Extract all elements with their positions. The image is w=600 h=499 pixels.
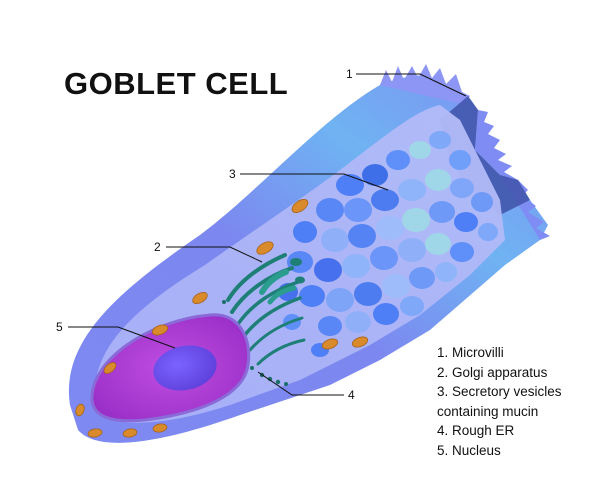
legend-item: containing mucin [437, 403, 539, 419]
callout-number-4: 4 [348, 388, 355, 402]
callout-number-5: 5 [56, 320, 63, 334]
callout-lines [68, 73, 467, 396]
callout-number-3: 3 [229, 167, 236, 181]
legend-item: 1. Microvilli [437, 345, 504, 360]
legend: 1. Microvilli 2. Golgi apparatus 3. Secr… [437, 343, 562, 461]
microvilli [380, 64, 470, 104]
leader-1 [356, 73, 467, 97]
page-title: GOBLET CELL [64, 66, 289, 101]
secretory-vesicles [278, 131, 498, 357]
mitochondria [75, 199, 369, 438]
leader-2 [166, 246, 263, 263]
callout-number-2: 2 [154, 240, 161, 254]
legend-item: 5. Nucleus [437, 442, 501, 458]
legend-item: 4. Rough ER [437, 423, 515, 439]
callout-number-1: 1 [346, 67, 353, 81]
legend-item: 2. Golgi apparatus [437, 364, 548, 380]
microvilli-side [475, 110, 550, 240]
leader-4 [257, 371, 344, 396]
legend-item: 3. Secretory vesicles [437, 384, 562, 400]
leader-5 [68, 326, 176, 349]
golgi-apparatus [226, 253, 306, 366]
leader-3 [240, 173, 389, 191]
nucleolus [153, 345, 217, 391]
